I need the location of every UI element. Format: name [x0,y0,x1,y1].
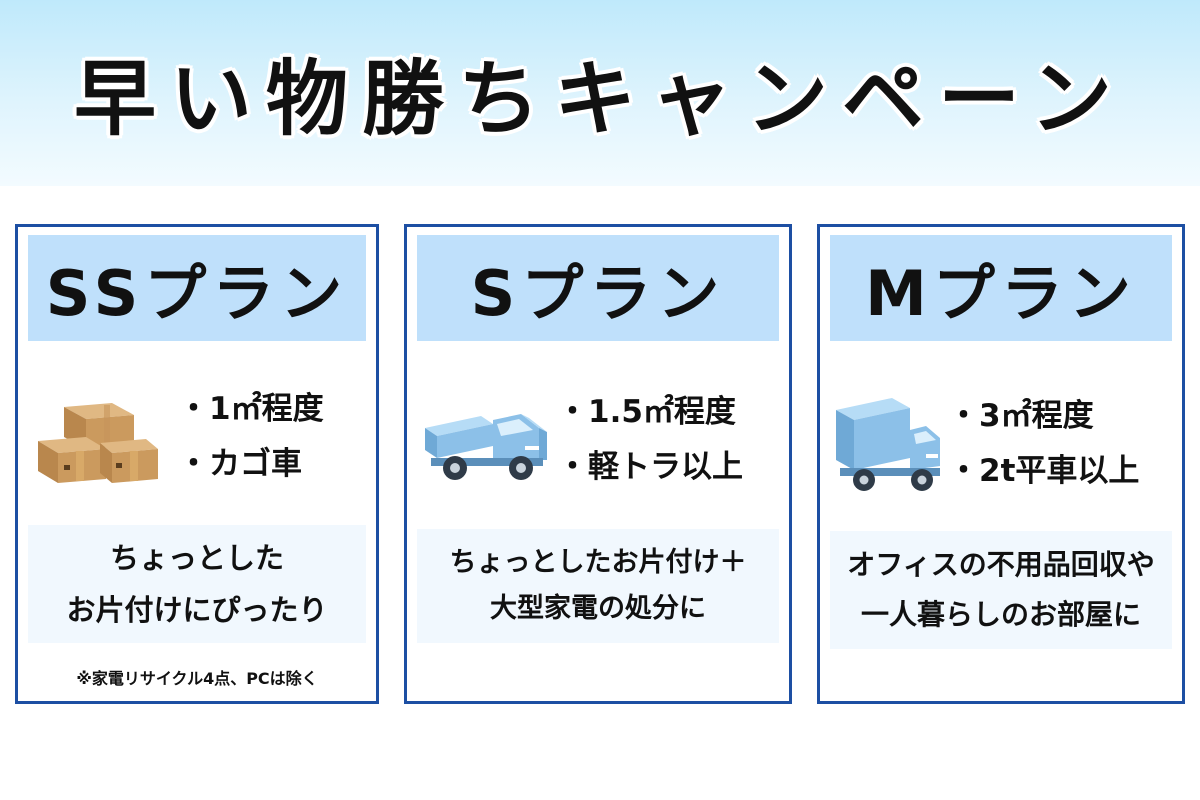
plan-description: オフィスの不用品回収や 一人暮らしのお部屋に [830,531,1172,649]
plan-specs: ・1㎡程度 ・カゴ車 [178,382,324,492]
box-truck-icon [836,398,940,491]
plan-specs: ・3㎡程度 ・2t平車以上 [948,389,1139,499]
spec-vehicle: ・2t平車以上 [948,453,1140,489]
description-line: 一人暮らしのお部屋に [860,598,1141,631]
light-truck-icon [425,414,547,480]
plan-card-m: Mプラン ・3㎡程度 ・2t平車以上 オフィスの不用品回収や 一人暮らしのお部屋… [817,224,1185,704]
spec-vehicle: ・軽トラ以上 [557,449,743,485]
plan-card-s: Sプラン ・1.5㎡程度 ・軽トラ以上 ちょっとしたお片付け＋ 大型家電の処分に [404,224,792,704]
plan-description: ちょっとした お片付けにぴったり [28,525,366,643]
spec-size: ・1㎡程度 [178,391,324,427]
description-line: 大型家電の処分に [490,593,706,624]
spec-vehicle: ・カゴ車 [178,446,302,482]
spec-size: ・1.5㎡程度 [557,394,736,430]
plan-note: ※家電リサイクル4点、PCは除く [76,669,318,688]
description-line: お片付けにぴったり [66,593,328,627]
description-line: オフィスの不用品回収や [847,548,1155,581]
plan-title: SSプラン [28,235,366,341]
plan-specs: ・1.5㎡程度 ・軽トラ以上 [557,385,743,495]
description-line: ちょっとした [109,541,284,575]
spec-size: ・3㎡程度 [948,398,1094,434]
description-line: ちょっとしたお片付け＋ [449,547,747,578]
plan-title: Mプラン [830,235,1172,341]
plan-description: ちょっとしたお片付け＋ 大型家電の処分に [417,529,779,643]
header-banner: 早い物勝ちキャンペーン [0,0,1200,186]
campaign-title: 早い物勝ちキャンペーン [74,52,1126,147]
plan-card-ss: SSプラン ・1㎡程度 ・カゴ車 ちょっとした お片付けにぴったり ※家電リサイ… [15,224,379,704]
plan-title: Sプラン [417,235,779,341]
cardboard-boxes-icon [38,403,158,483]
